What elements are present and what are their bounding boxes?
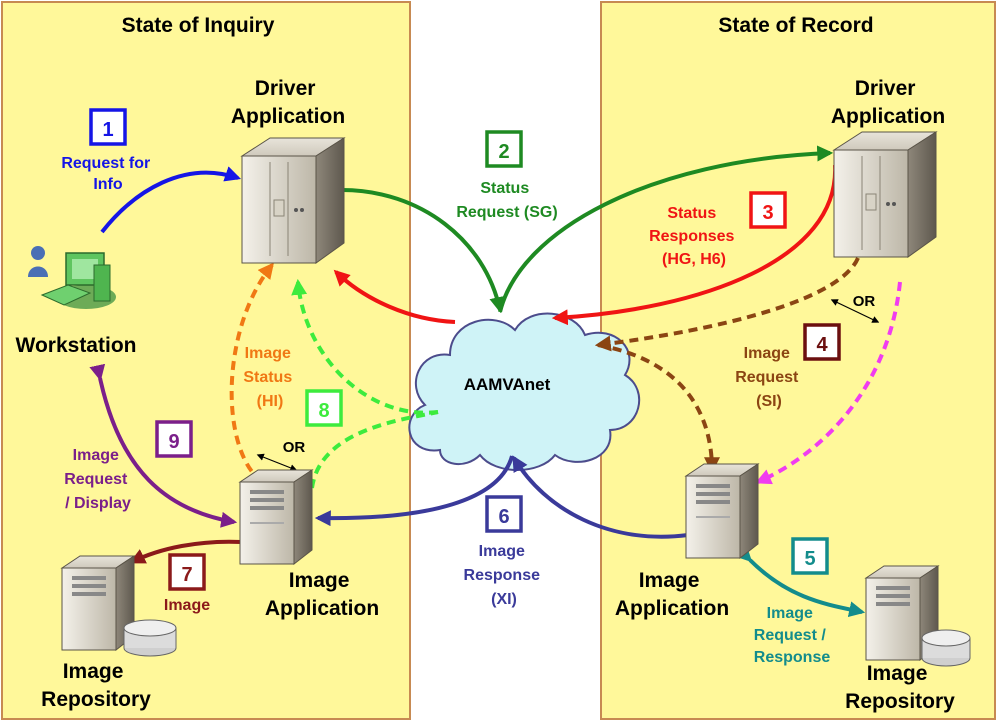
step-3-badge: 3 [749,191,787,229]
arrow-image-to-repository [129,539,243,564]
step-3-label: Status Responses (HG, H6) [649,205,739,268]
state-of-inquiry-title: State of Inquiry [122,14,275,37]
step-9-label: Image Request / Display [64,447,132,512]
arrow-status-responses-right [551,164,838,326]
step-2-label: Status Request (SG) [456,180,557,221]
workstation-label: Workstation [16,334,137,357]
step-5-label: Image Request / Response [754,605,831,666]
arrow-image-status-from-image-app [310,410,439,489]
arrow-image-request-direct [755,281,902,485]
workstation-icon [28,246,116,309]
image-repository-left-label: Image Repository [41,660,151,711]
svg-text:7: 7 [181,564,192,586]
or-label-right: OR [853,293,876,310]
driver-application-right-label: Driver Application [831,77,945,128]
svg-text:5: 5 [804,548,815,570]
image-application-left-server-icon [238,469,314,566]
or-label-left: OR [283,439,306,456]
step-1-label: Request for Info [61,155,154,193]
step-5-badge: 5 [791,537,829,575]
svg-text:9: 9 [168,431,179,453]
state-of-record-title: State of Record [718,14,873,37]
arrow-status-responses-left [333,269,456,324]
step-4-label: Image Request (SI) [735,345,803,410]
svg-text:6: 6 [498,506,509,528]
arrow-image-response-cloud [512,455,689,539]
aamvanet-label: AAMVAnet [464,375,551,394]
step-6-label: Image Response (XI) [464,543,545,608]
arrow-image-status-direct [229,262,274,484]
driver-application-left-label: Driver Application [231,77,345,128]
svg-text:1: 1 [102,119,113,141]
step-4-badge: 4 [803,323,841,361]
step-2-badge: 2 [485,130,523,168]
arrow-image-status-cloud-to-driver [291,278,439,415]
step-7-label: Image [164,597,210,614]
image-application-right-label: Image Application [615,569,729,620]
image-repository-right-icon [864,565,971,667]
arrow-image-request-cloud [594,257,860,352]
step-8-label: Image Status (HI) [243,345,296,410]
driver-application-right-server-icon [832,131,938,258]
step-9-badge: 9 [155,420,193,458]
svg-text:3: 3 [762,202,773,224]
arrow-image-request-response [735,545,866,618]
image-repository-left-icon [60,555,177,657]
image-application-left-label: Image Application [265,569,379,620]
arrow-image-request-display [89,363,238,528]
arrow-request-for-info [100,166,242,234]
step-6-badge: 6 [485,495,523,533]
step-8-badge: 8 [305,389,343,427]
image-application-right-server-icon [684,463,760,560]
image-repository-right-label: Image Repository [845,662,955,713]
step-7-badge: 7 [168,553,206,591]
or-arrow-left [256,453,298,472]
driver-application-left-server-icon [240,137,346,264]
svg-text:8: 8 [318,400,329,422]
or-arrow-right [830,299,880,323]
aamvanet-cloud: AAMVAnet [408,312,641,471]
arrow-status-request-left [341,188,506,314]
svg-text:4: 4 [816,334,828,356]
step-1-badge: 1 [89,108,127,146]
arrow-image-response-image-app [314,455,514,527]
arrow-status-request-right [498,145,834,313]
svg-text:2: 2 [498,141,509,163]
